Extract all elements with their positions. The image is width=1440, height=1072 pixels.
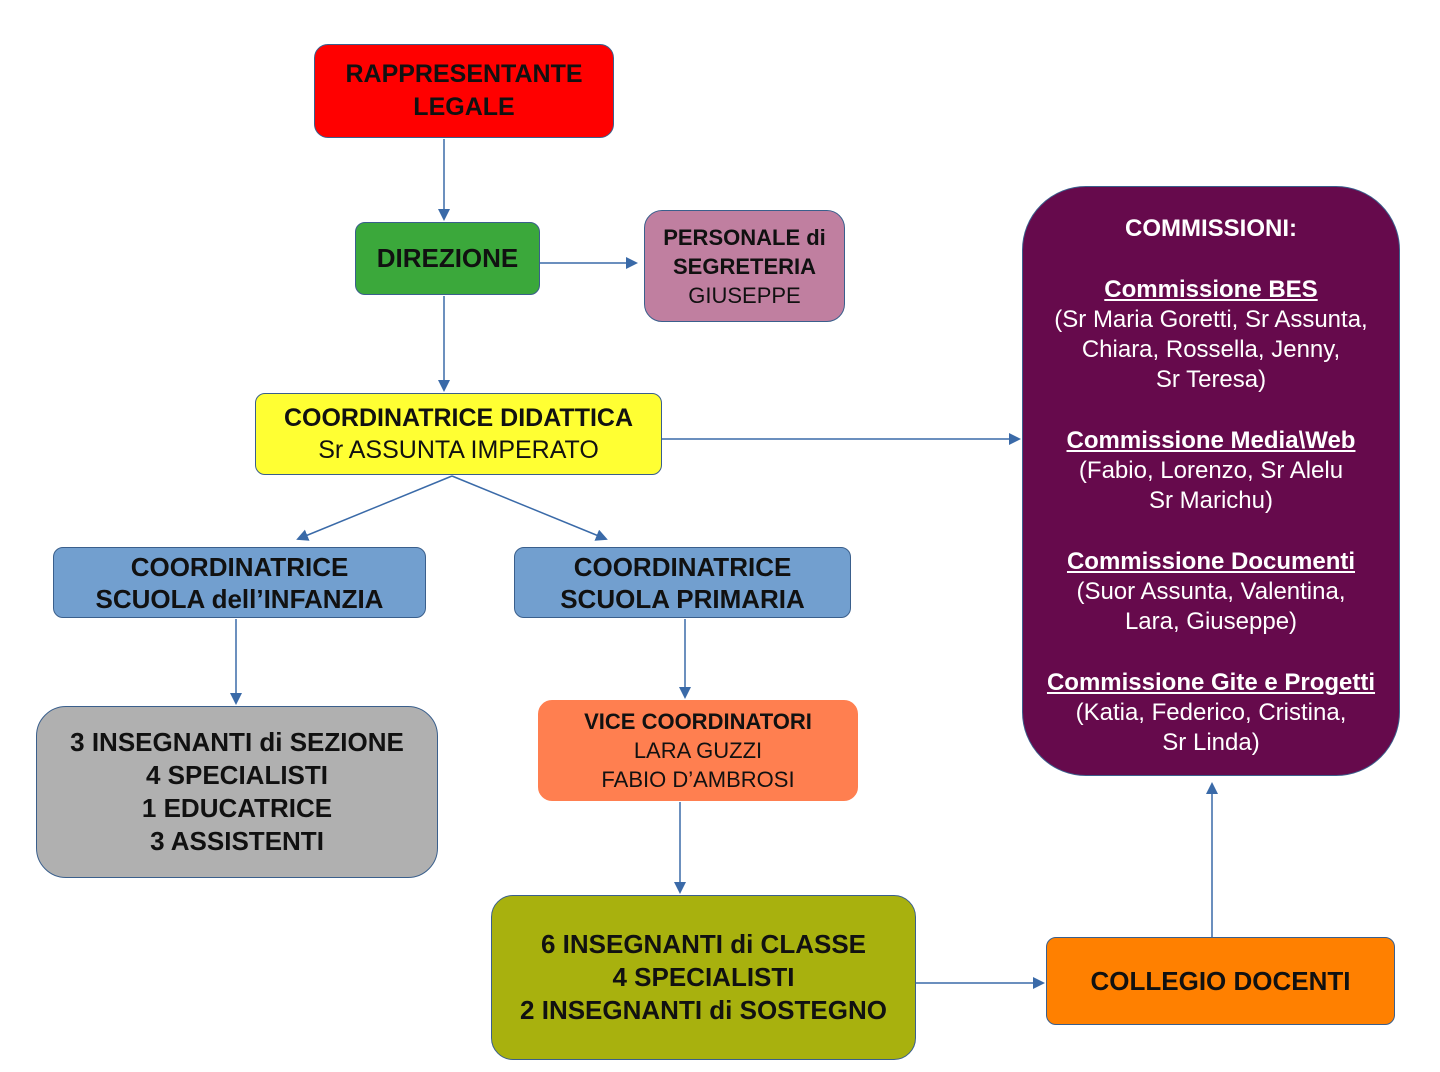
arrow-coordinatrice-to-primaria (451, 475, 608, 541)
node-text: 2 INSEGNANTI di SOSTEGNO (520, 995, 887, 1025)
node-text: 3 ASSISTENTI (150, 826, 324, 856)
segreteria-node: PERSONALE di SEGRETERIA GIUSEPPE (644, 210, 845, 322)
node-text: COLLEGIO DOCENTI (1090, 965, 1351, 996)
node-text: COORDINATRICE (573, 551, 792, 582)
node-text: COORDINATRICE (130, 551, 349, 582)
commissione-members: Lara, Giuseppe) (1124, 608, 1298, 635)
node-person: FABIO D’AMBROSI (601, 767, 795, 792)
coordinatrice-infanzia-node: COORDINATRICE SCUOLA dell’INFANZIA (53, 547, 426, 618)
node-text: SCUOLA dell’INFANZIA (95, 583, 384, 614)
commissione-name: Commissione BES (1104, 276, 1318, 303)
commissione-name: Commissione Gite e Progetti (1046, 669, 1376, 696)
commissione-name: Commissione Documenti (1066, 548, 1356, 575)
commissione-members: Chiara, Rossella, Jenny, (1081, 336, 1341, 363)
node-title: VICE COORDINATORI (584, 709, 812, 734)
commissione-members: Sr Marichu) (1148, 487, 1273, 514)
insegnanti-infanzia-node: 3 INSEGNANTI di SEZIONE 4 SPECIALISTI 1 … (36, 706, 438, 878)
node-text: 1 EDUCATRICE (141, 793, 333, 823)
commissione-members: (Sr Maria Goretti, Sr Assunta, (1054, 306, 1368, 333)
node-text: 3 INSEGNANTI di SEZIONE (70, 727, 404, 757)
node-title: SEGRETERIA (672, 253, 817, 279)
commissioni-title: COMMISSIONI: (1125, 215, 1297, 242)
coordinatrice-primaria-node: COORDINATRICE SCUOLA PRIMARIA (514, 547, 851, 618)
arrow-coordinatrice-to-infanzia (296, 475, 453, 541)
commissione-group: Commissione Gite e Progetti (Katia, Fede… (1047, 668, 1375, 758)
node-text: 6 INSEGNANTI di CLASSE (540, 929, 867, 959)
node-person: Sr ASSUNTA IMPERATO (318, 436, 599, 464)
commissione-members: (Fabio, Lorenzo, Sr Alelu (1078, 457, 1344, 484)
collegio-docenti-node: COLLEGIO DOCENTI (1046, 937, 1395, 1025)
rappresentante-legale-node: RAPPRESENTANTE LEGALE (314, 44, 614, 138)
commissione-members: (Suor Assunta, Valentina, (1076, 578, 1346, 605)
vice-coordinatori-node: VICE COORDINATORI LARA GUZZI FABIO D’AMB… (538, 700, 858, 801)
commissione-members: (Katia, Federico, Cristina, (1075, 699, 1347, 726)
commissione-members: Sr Teresa) (1155, 366, 1267, 393)
insegnanti-primaria-node: 6 INSEGNANTI di CLASSE 4 SPECIALISTI 2 I… (491, 895, 916, 1060)
coordinatrice-didattica-node: COORDINATRICE DIDATTICA Sr ASSUNTA IMPER… (255, 393, 662, 475)
commissione-members: Sr Linda) (1162, 729, 1260, 756)
commissioni-node: COMMISSIONI: Commissione BES (Sr Maria G… (1022, 186, 1400, 776)
node-person: GIUSEPPE (688, 282, 801, 308)
node-person: LARA GUZZI (633, 738, 763, 763)
commissione-name: Commissione Media\Web (1066, 427, 1356, 454)
node-text: RAPPRESENTANTE (345, 60, 583, 88)
commissione-group: Commissione Documenti (Suor Assunta, Val… (1067, 547, 1355, 637)
direzione-node: DIREZIONE (355, 222, 540, 295)
commissione-group: Commissione Media\Web (Fabio, Lorenzo, S… (1067, 426, 1356, 516)
node-text: LEGALE (413, 93, 515, 121)
node-text: 4 SPECIALISTI (612, 962, 795, 992)
node-text: 4 SPECIALISTI (145, 760, 329, 790)
node-title: COORDINATRICE DIDATTICA (283, 404, 634, 432)
node-text: SCUOLA PRIMARIA (560, 583, 805, 614)
commissione-group: Commissione BES (Sr Maria Goretti, Sr As… (1054, 275, 1367, 395)
node-title: PERSONALE di (663, 224, 826, 250)
node-text: DIREZIONE (376, 243, 519, 273)
